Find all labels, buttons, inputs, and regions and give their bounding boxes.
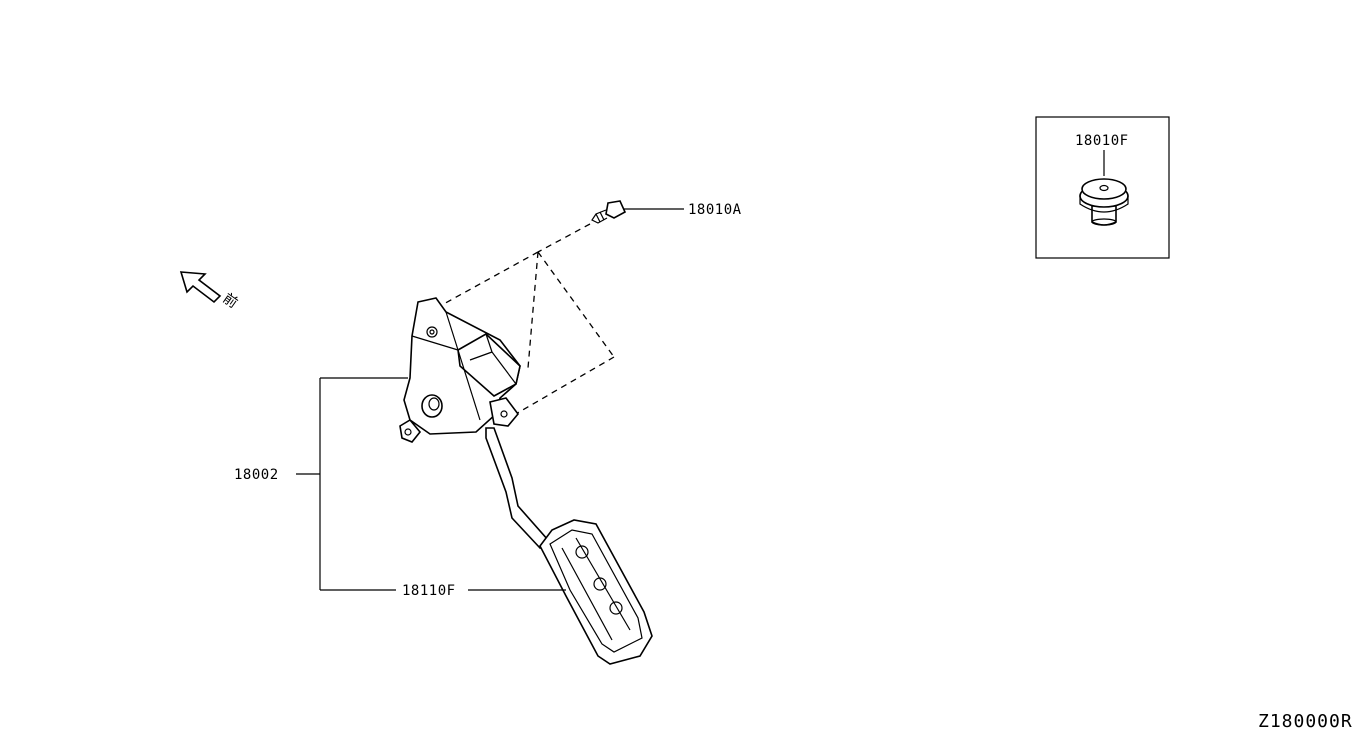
callout-assembly[interactable]: 18002	[234, 467, 279, 483]
pedal-pad-part[interactable]	[539, 519, 653, 665]
inset-box	[1035, 116, 1170, 259]
front-direction-glyph: 前	[220, 290, 242, 312]
diagram-code: Z180000R	[1258, 711, 1353, 732]
callout-stopper[interactable]: 18010F	[1075, 133, 1129, 149]
front-direction-arrow-icon	[179, 271, 222, 304]
accelerator-pedal-assembly[interactable]	[399, 297, 550, 550]
callout-bracket	[296, 377, 566, 591]
stopper-part[interactable]	[1079, 178, 1129, 226]
callout-pedal-pad[interactable]: 18110F	[402, 583, 456, 599]
bolt-part[interactable]	[591, 200, 627, 224]
mounting-dashed-lines	[439, 223, 615, 416]
callout-bolt[interactable]: 18010A	[688, 202, 742, 218]
